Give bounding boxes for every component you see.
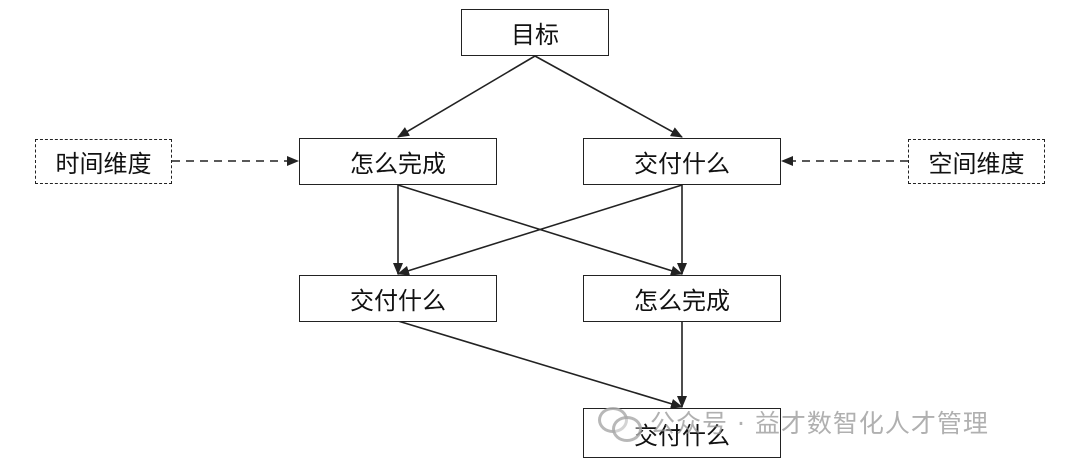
node-what-mid: 交付什么 [299,275,497,322]
node-space-dimension-label: 空间维度 [928,150,1025,178]
arrow-what-to-what-mid [397,184,683,276]
node-space-dimension: 空间维度 [908,139,1045,184]
node-what-bottom-label: 交付什么 [634,421,730,450]
node-how-top: 怎么完成 [299,138,497,185]
node-what-top-label: 交付什么 [634,150,730,178]
node-time-dimension-label: 时间维度 [55,150,152,178]
node-how-top-label: 怎么完成 [350,150,446,178]
node-goal: 目标 [461,9,609,56]
node-how-mid: 怎么完成 [583,275,781,322]
node-goal-label: 目标 [511,21,559,49]
node-time-dimension: 时间维度 [35,139,172,184]
node-how-mid-label: 怎么完成 [634,287,730,315]
node-what-bottom: 交付什么 [583,408,781,458]
arrow-what-mid-to-bottom [397,320,683,409]
arrow-goal-to-how [397,55,536,138]
arrow-goal-to-what [534,55,683,138]
node-what-mid-label: 交付什么 [350,287,446,315]
node-what-top: 交付什么 [583,138,781,185]
